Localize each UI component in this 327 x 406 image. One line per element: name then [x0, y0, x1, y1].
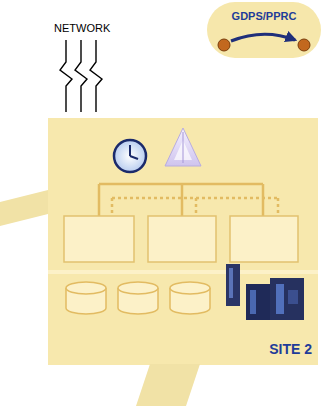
site-area: SITE 2: [48, 118, 318, 365]
link-band: [0, 190, 48, 226]
node-label: SITE 2: [269, 341, 312, 357]
link-band: [136, 364, 200, 406]
node-label: GDPS/PPRC: [207, 10, 321, 22]
network-label: NETWORK: [54, 22, 110, 34]
network-lines: [60, 40, 102, 112]
gdps-badge: GDPS/PPRC: [207, 2, 321, 58]
